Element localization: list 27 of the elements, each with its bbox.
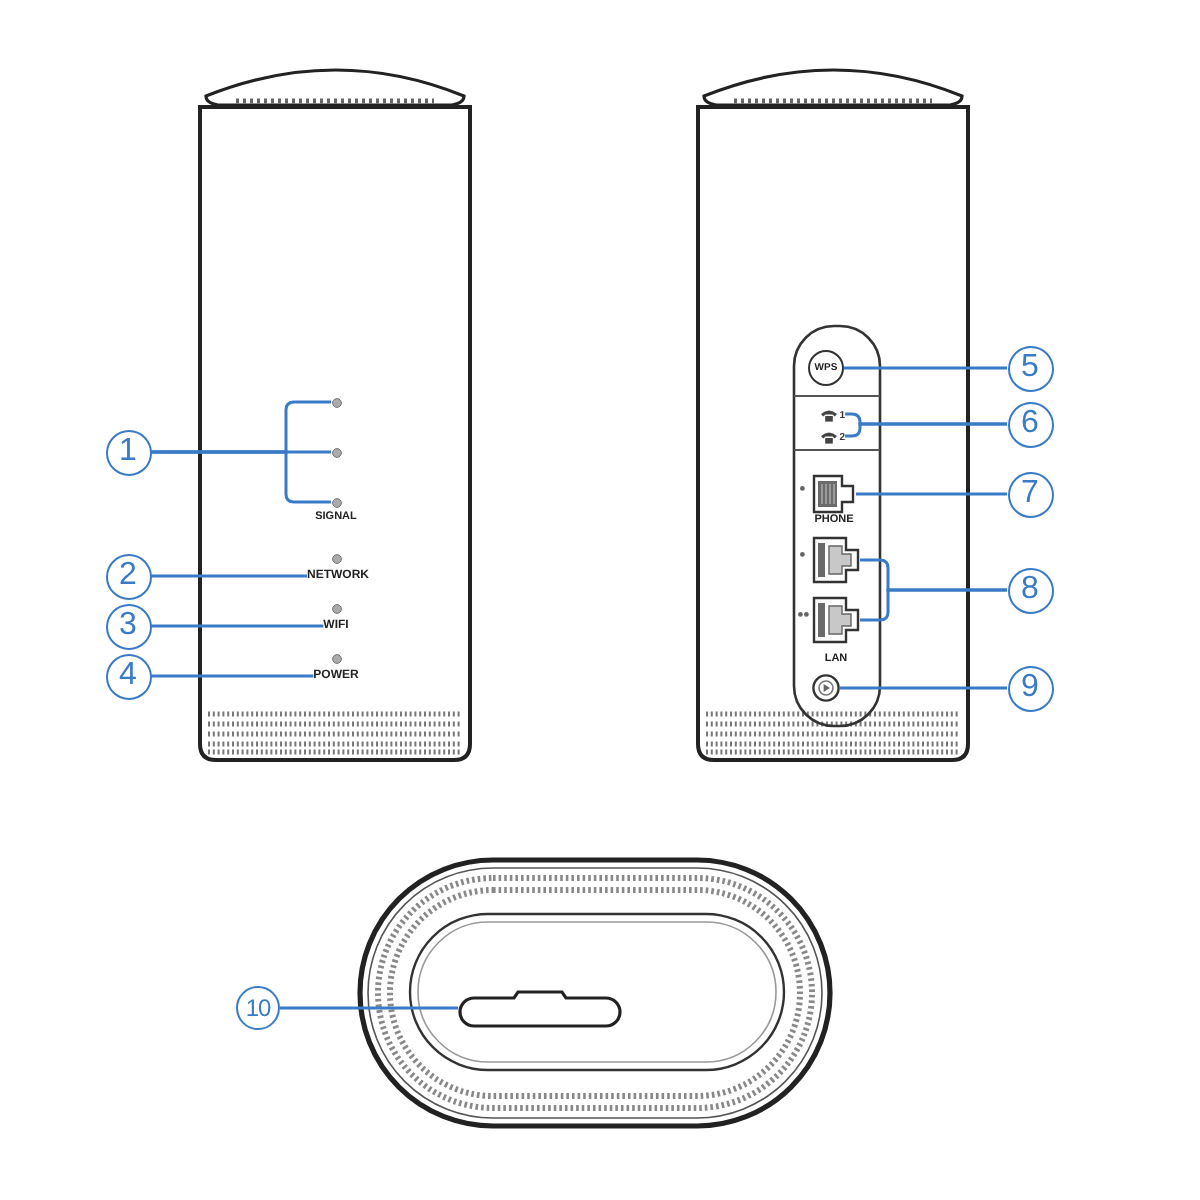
- leader-line: [151, 450, 331, 504]
- leader-line: [860, 588, 1007, 622]
- led-icon: [331, 447, 341, 457]
- callout-number: 7: [1007, 471, 1053, 517]
- callout-number: 10: [236, 986, 280, 1030]
- leader-line: [840, 686, 1007, 690]
- callout-number: 8: [1007, 567, 1053, 613]
- led-icon: [331, 497, 341, 507]
- leader-line: [280, 1006, 458, 1010]
- callout-number: 2: [105, 553, 151, 599]
- leader-line: [151, 674, 314, 678]
- leader-line: [151, 624, 324, 628]
- leader-line: [845, 422, 1007, 438]
- callout-number: 4: [105, 653, 151, 699]
- callout-number: 1: [105, 429, 151, 475]
- callout-number: 6: [1007, 401, 1053, 447]
- leader-line: [856, 492, 1007, 496]
- leader-line: [844, 366, 1007, 370]
- ethernet-port-icon: [812, 596, 860, 644]
- power-button-icon: [812, 674, 840, 702]
- callout-number: 5: [1007, 345, 1053, 391]
- led-icon: [331, 397, 341, 407]
- callout-number: 9: [1007, 665, 1053, 711]
- leader-line: [151, 574, 307, 578]
- ethernet-port-icon: [812, 536, 860, 584]
- port-slot: [458, 989, 622, 1027]
- callout-number: 3: [105, 603, 151, 649]
